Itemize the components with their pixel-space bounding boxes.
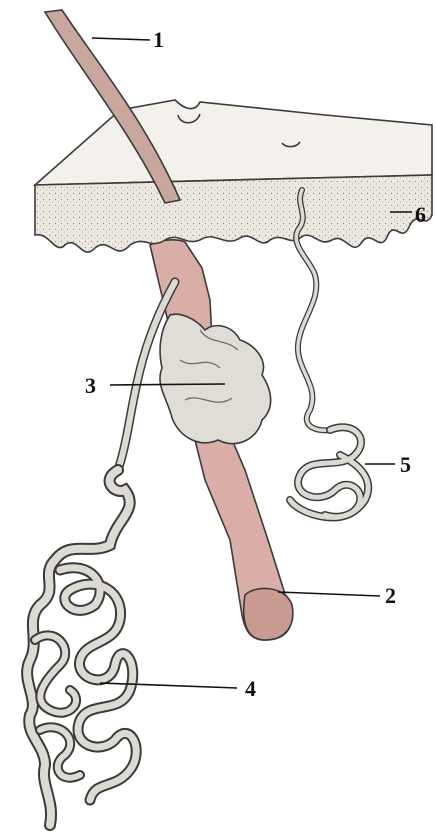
eccrine-sweat-gland-coil (290, 427, 368, 517)
label-3: 3 (85, 373, 96, 398)
leader-line-1 (92, 38, 150, 40)
leader-line-2 (278, 592, 380, 596)
leader-line-3 (110, 384, 225, 385)
skin-epidermis-top (35, 100, 432, 185)
label-6: 6 (415, 202, 426, 227)
sebaceous-gland (160, 314, 271, 443)
hair-bulb (244, 588, 293, 640)
label-1: 1 (153, 27, 164, 52)
label-2: 2 (385, 583, 396, 608)
apocrine-sweat-gland-coil (27, 470, 136, 825)
skin-dermis-layer (35, 175, 432, 252)
leader-line-4 (100, 683, 237, 688)
label-4: 4 (245, 676, 256, 701)
label-5: 5 (400, 452, 411, 477)
